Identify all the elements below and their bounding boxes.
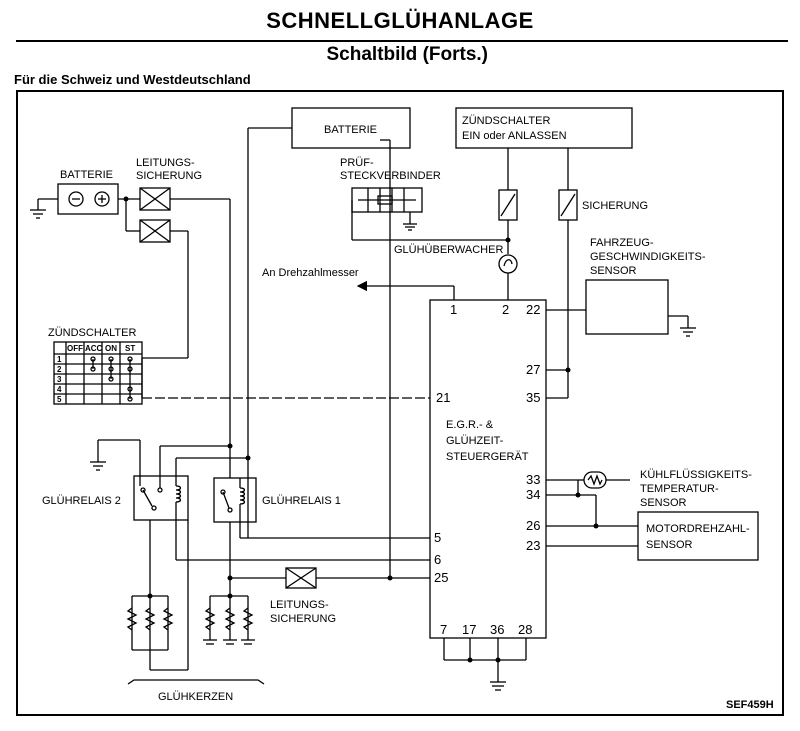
switch-row-5: 5: [57, 395, 62, 404]
pin-1: 1: [450, 302, 457, 317]
pin-34: 34: [526, 487, 540, 502]
control-unit: [429, 299, 547, 639]
page-subtitle: Schaltbild (Forts.): [326, 44, 489, 65]
coolant-sensor-label-2: TEMPERATUR-: [640, 483, 719, 495]
ignition-box-label-1: ZÜNDSCHALTER: [462, 115, 550, 127]
control-unit-label-2: GLÜHZEIT-: [446, 435, 504, 447]
glow-plugs-label: GLÜHKERZEN: [158, 691, 233, 703]
pin-26: 26: [526, 518, 540, 533]
pin-21: 21: [436, 390, 450, 405]
check-connector-label-2: STECKVERBINDER: [340, 170, 441, 182]
title-divider: [16, 40, 788, 42]
ignition-box-label-2: EIN oder ANLASSEN: [462, 130, 567, 142]
pin-27: 27: [526, 362, 540, 377]
fusible-link-3-label-1: LEITUNGS-: [270, 599, 329, 611]
check-connector-label-1: PRÜF-: [340, 157, 374, 169]
glow-monitor-label: GLÜHÜBERWACHER: [394, 244, 503, 256]
switch-col-acc: ACC: [85, 344, 103, 353]
pin-7: 7: [440, 622, 447, 637]
ignition-box: [455, 107, 633, 149]
relay-2-label: GLÜHRELAIS 2: [42, 495, 121, 507]
fusible-link-label-1: LEITUNGS-: [136, 157, 195, 169]
speed-sensor-label-3: SENSOR: [590, 265, 637, 277]
coolant-sensor-label-1: KÜHLFLÜSSIGKEITS-: [640, 469, 752, 481]
coolant-sensor-label-3: SENSOR: [640, 497, 687, 509]
glow-relay-2: [133, 475, 189, 521]
pin-17: 17: [462, 622, 476, 637]
battery-symbol-label: BATTERIE: [60, 169, 113, 181]
reference-code: SEF459H: [726, 699, 774, 711]
switch-row-2: 2: [57, 365, 62, 374]
pin-33: 33: [526, 472, 540, 487]
pin-35: 35: [526, 390, 540, 405]
pin-23: 23: [526, 538, 540, 553]
pin-6: 6: [434, 552, 441, 567]
switch-col-on: ON: [105, 344, 117, 353]
tacho-label: An Drehzahlmesser: [262, 267, 359, 279]
pin-25: 25: [434, 570, 448, 585]
fuse-label: SICHERUNG: [582, 200, 648, 212]
page-title: SCHNELLGLÜHANLAGE: [266, 8, 534, 33]
control-unit-label-3: STEUERGERÄT: [446, 451, 529, 463]
switch-col-st: ST: [125, 344, 135, 353]
speed-sensor-label-2: GESCHWINDIGKEITS-: [590, 251, 706, 263]
fusible-link-label-2: SICHERUNG: [136, 170, 202, 182]
switch-row-4: 4: [57, 385, 62, 394]
battery-box-label: BATTERIE: [324, 124, 377, 136]
rpm-sensor-label-2: SENSOR: [646, 539, 693, 551]
pin-28: 28: [518, 622, 532, 637]
speed-sensor-label-1: FAHRZEUG-: [590, 237, 654, 249]
glow-monitor: [498, 254, 518, 274]
glow-relay-1: [213, 477, 257, 523]
control-unit-label-1: E.G.R.- &: [446, 419, 494, 431]
relay-1-label: GLÜHRELAIS 1: [262, 495, 341, 507]
switch-col-off: OFF: [67, 344, 83, 353]
pin-36: 36: [490, 622, 504, 637]
speed-sensor: [585, 279, 669, 335]
ignition-switch-label: ZÜNDSCHALTER: [48, 327, 136, 339]
pin-5: 5: [434, 530, 441, 545]
diagram-frame: [16, 90, 784, 716]
pin-2: 2: [502, 302, 509, 317]
switch-row-3: 3: [57, 375, 62, 384]
rpm-sensor-label-1: MOTORDREHZAHL-: [646, 523, 750, 535]
fusible-link-3-label-2: SICHERUNG: [270, 613, 336, 625]
rpm-sensor: [637, 511, 759, 561]
switch-row-1: 1: [57, 355, 62, 364]
pin-22: 22: [526, 302, 540, 317]
region-label: Für die Schweiz und Westdeutschland: [14, 72, 251, 87]
